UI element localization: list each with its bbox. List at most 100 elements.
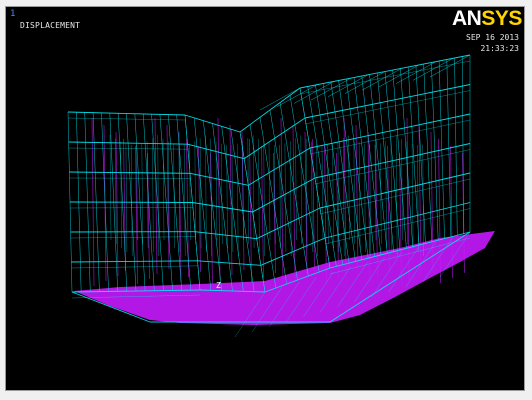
- facade-column: [415, 65, 426, 244]
- inner-column: [210, 138, 212, 257]
- inner-column: [215, 141, 218, 241]
- inner-column: [168, 141, 170, 245]
- inner-column: [162, 138, 165, 241]
- inner-column: [152, 138, 154, 253]
- floor-grid: [234, 291, 266, 338]
- deformed-column: [292, 124, 296, 282]
- logo-text-sys: SYS: [481, 7, 522, 30]
- deformed-column: [399, 152, 402, 286]
- roof-grid: [310, 77, 352, 101]
- floor-depth: [68, 147, 188, 150]
- plot-title: DISPLACEMENT: [20, 21, 81, 30]
- inner-column: [369, 144, 371, 257]
- facade-column: [239, 131, 266, 293]
- facade-column: [109, 113, 118, 292]
- inner-column: [236, 143, 239, 257]
- floor-depth: [71, 294, 201, 299]
- facade-column: [279, 102, 309, 277]
- inner-column: [120, 141, 122, 249]
- window-number: 1: [10, 9, 16, 19]
- floor-depth: [319, 178, 471, 215]
- deformed-column: [115, 131, 119, 277]
- inner-column: [242, 141, 244, 241]
- floor-depth: [70, 236, 196, 239]
- facade-column: [168, 114, 182, 291]
- inner-column: [130, 144, 133, 257]
- inner-column: [157, 135, 159, 257]
- inner-column: [173, 143, 175, 249]
- deformed-column: [261, 145, 264, 279]
- inner-column: [263, 141, 265, 257]
- inner-column: [353, 138, 356, 245]
- facade-column: [134, 113, 146, 291]
- facade-column: [203, 120, 222, 291]
- deformed-column: [406, 117, 410, 281]
- inner-column: [252, 135, 255, 249]
- floor-grid: [354, 256, 385, 303]
- deformed-column: [336, 152, 339, 280]
- facade-column: [151, 114, 164, 291]
- facade-column: [400, 68, 413, 247]
- floor-depth: [67, 117, 186, 121]
- floor-depth: [314, 149, 471, 185]
- inner-column: [109, 134, 112, 241]
- inner-column: [364, 143, 366, 253]
- facade-column: [259, 117, 287, 285]
- inner-column: [289, 141, 292, 257]
- facade-column: [353, 77, 375, 257]
- deformed-column: [304, 131, 308, 277]
- inner-column: [194, 141, 197, 245]
- graphics-window[interactable]: [5, 6, 525, 391]
- floor-depth: [309, 119, 471, 155]
- inner-column: [327, 144, 329, 245]
- deformed-column: [438, 138, 441, 284]
- deformed-column: [450, 145, 453, 279]
- inner-column: [316, 143, 318, 257]
- facade-column: [315, 84, 343, 265]
- time-stamp: 21:33:23: [480, 44, 519, 53]
- deformed-column: [280, 117, 284, 287]
- facade-column: [338, 80, 363, 260]
- facade-column: [92, 112, 100, 292]
- facade-column: [289, 95, 320, 273]
- origin-marker: Z: [216, 281, 221, 290]
- inner-column: [279, 144, 281, 249]
- deformed-column: [147, 152, 150, 280]
- base-outline: [71, 291, 151, 323]
- inner-column: [348, 135, 350, 241]
- inner-column: [268, 143, 271, 241]
- facade-column: [84, 112, 91, 292]
- inner-column: [342, 138, 345, 257]
- deformed-column: [312, 138, 315, 272]
- floor-depth: [71, 265, 198, 269]
- floor-depth: [324, 208, 471, 245]
- floor-grid: [251, 286, 283, 333]
- deformed-column: [178, 131, 182, 283]
- facade-column: [369, 74, 388, 254]
- inner-column: [205, 135, 207, 253]
- inner-column: [284, 143, 287, 253]
- facade-column: [269, 109, 298, 281]
- facade-column: [117, 113, 128, 292]
- inner-column: [199, 138, 202, 249]
- logo-text-an: AN: [452, 7, 482, 30]
- deformed-column: [418, 124, 422, 276]
- facade-column: [446, 59, 452, 237]
- deformed-column: [355, 124, 359, 270]
- deformed-column: [324, 145, 327, 285]
- deformed-column: [229, 124, 233, 276]
- facade-column: [407, 66, 420, 246]
- roof-grid: [293, 81, 335, 104]
- inner-column: [295, 138, 297, 241]
- facade-column: [438, 60, 445, 239]
- inner-column: [422, 144, 424, 257]
- inner-column: [337, 141, 340, 253]
- inner-column: [189, 143, 191, 241]
- inner-column: [146, 141, 149, 249]
- floor-depth: [69, 207, 193, 209]
- facade-column: [384, 71, 401, 251]
- roof-grid: [327, 74, 369, 98]
- inner-column: [221, 143, 223, 245]
